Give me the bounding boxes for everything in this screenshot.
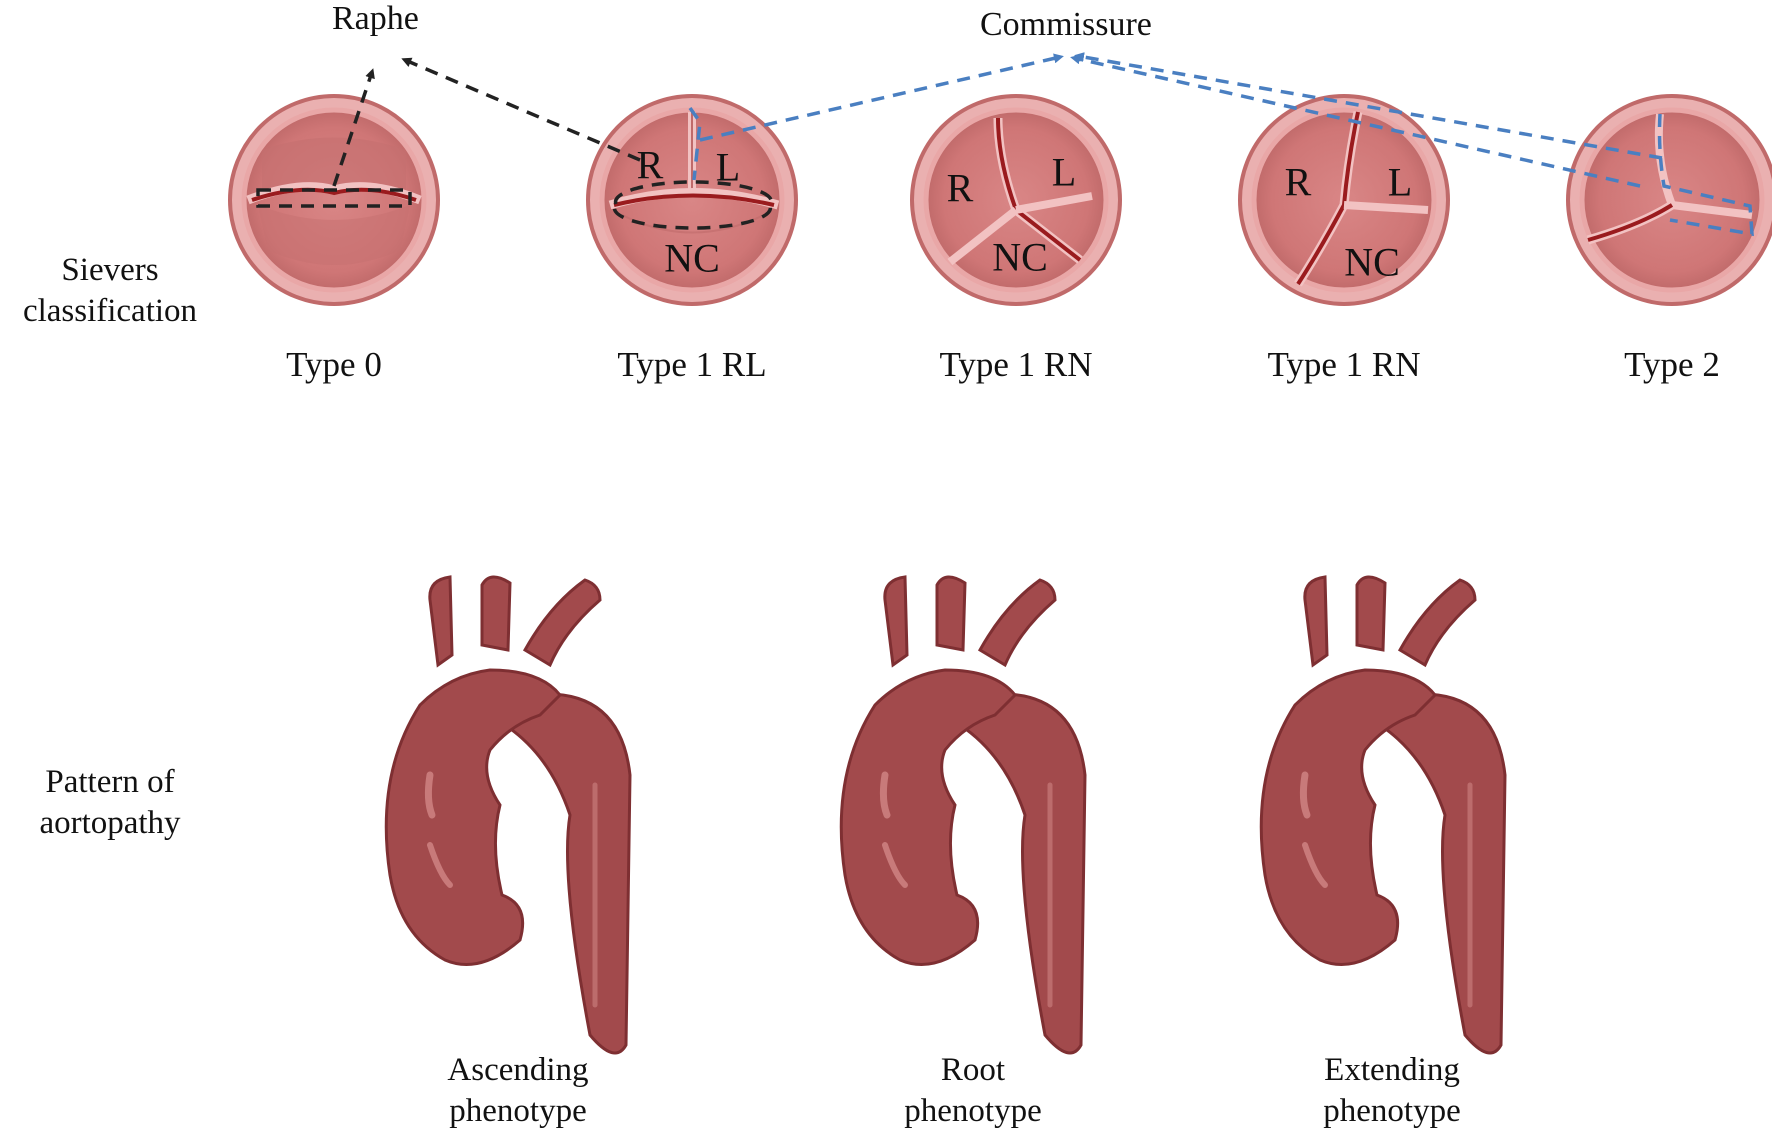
phenotype-root-line-2: phenotype xyxy=(904,1093,1042,1129)
phenotype-extending-line-2: phenotype xyxy=(1323,1093,1461,1129)
sievers-line-1: Sievers xyxy=(61,252,159,288)
phenotype-label-extending: Extending phenotype xyxy=(1267,1050,1517,1132)
valve-type-1-rl xyxy=(586,94,798,306)
phenotype-ascending-line-1: Ascending xyxy=(447,1052,589,1088)
valve-type-1-rn-a xyxy=(910,94,1122,306)
sievers-classification-label: Sievers classification xyxy=(0,250,220,332)
valve-type-2 xyxy=(1566,94,1772,306)
pattern-of-aortopathy-label: Pattern of aortopathy xyxy=(0,762,220,844)
leaflet-nc-type-1-rl: NC xyxy=(664,235,720,281)
aortopathy-line-1: Pattern of xyxy=(45,764,175,800)
valve-type-0 xyxy=(228,94,440,306)
commissure-label: Commissure xyxy=(980,6,1152,43)
leaflet-nc-type-1-rn-a: NC xyxy=(992,234,1048,280)
leaflet-l-type-1-rl: L xyxy=(715,144,741,190)
type-label-0: Type 0 xyxy=(286,345,382,384)
phenotype-root-line-1: Root xyxy=(940,1052,1006,1088)
aorta-ascending xyxy=(384,575,632,1055)
valve-type-1-rn-b xyxy=(1238,94,1450,306)
raphe-arrow-type-0 xyxy=(332,68,375,187)
commissure-pointers xyxy=(688,52,1754,237)
raphe-box-type-1-rl xyxy=(612,180,774,230)
type-label-2: Type 1 RN xyxy=(939,345,1093,384)
type-label-4: Type 2 xyxy=(1624,345,1720,384)
phenotype-label-root: Root phenotype xyxy=(848,1050,1098,1132)
aorta-illustrations xyxy=(384,575,1507,1055)
leaflet-r-type-1-rl: R xyxy=(636,142,664,188)
leaflet-r-type-1-rn-b: R xyxy=(1284,159,1312,205)
commissure-arrow-type-2-b xyxy=(1074,52,1663,160)
aorta-root xyxy=(839,575,1087,1055)
phenotype-ascending-line-2: phenotype xyxy=(449,1093,587,1129)
type-label-3: Type 1 RN xyxy=(1267,345,1421,384)
leaflet-l-type-1-rn-b: L xyxy=(1387,159,1413,205)
aortopathy-line-2: aortopathy xyxy=(39,805,181,841)
raphe-label: Raphe xyxy=(332,0,419,37)
aorta-extending xyxy=(1259,575,1507,1055)
commissure-arrow-type-1-rl xyxy=(699,53,1064,142)
leaflet-r-type-1-rn-a: R xyxy=(946,165,974,211)
sievers-line-2: classification xyxy=(22,293,198,329)
raphe-pointers xyxy=(256,57,774,230)
commissure-arrow-type-2-a xyxy=(1070,54,1641,188)
leaflet-nc-type-1-rn-b: NC xyxy=(1344,239,1400,285)
commissure-box-type-2 xyxy=(1657,113,1754,237)
phenotype-extending-line-1: Extending xyxy=(1324,1052,1460,1088)
commissure-box-type-1-rl xyxy=(688,106,702,181)
type-label-1: Type 1 RL xyxy=(617,345,767,384)
phenotype-label-ascending: Ascending phenotype xyxy=(393,1050,643,1132)
leaflet-l-type-1-rn-a: L xyxy=(1051,149,1077,195)
